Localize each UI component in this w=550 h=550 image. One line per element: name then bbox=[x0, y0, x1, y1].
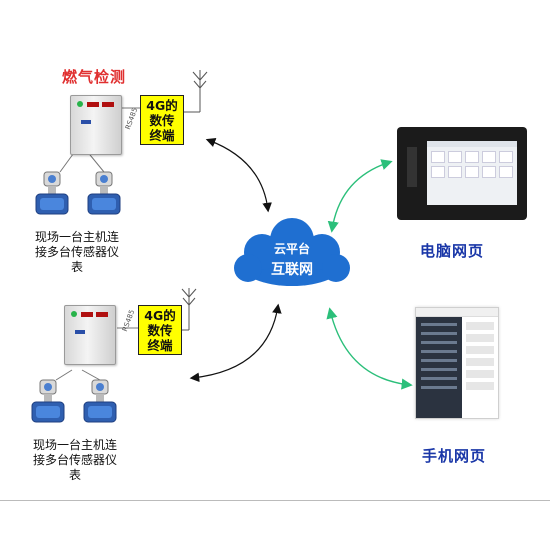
monitor-screen bbox=[427, 141, 517, 205]
controller-cabinet bbox=[70, 95, 122, 155]
flow-sensor-icon bbox=[87, 171, 121, 215]
4g-terminal-line: 终端 bbox=[149, 128, 175, 143]
link-arrow-site2-cloud bbox=[189, 303, 282, 383]
caption-line: 接多台传感器仪 bbox=[32, 453, 117, 467]
4g-terminal-line: 数传 bbox=[147, 323, 173, 338]
brand-logo-icon bbox=[81, 120, 91, 124]
pc-web-label: 电脑网页 bbox=[420, 242, 485, 260]
caption-line: 表 bbox=[68, 468, 81, 482]
link-arrow-cloud-pc bbox=[327, 159, 393, 233]
display-icon bbox=[96, 312, 108, 317]
site1-title: 燃气检测 bbox=[62, 68, 127, 86]
bottom-divider bbox=[0, 500, 550, 501]
display-icon bbox=[102, 102, 114, 107]
controller-cabinet bbox=[64, 305, 116, 365]
4g-terminal-box: 4G的 数传 终端 bbox=[138, 305, 182, 355]
link-arrow-site1-cloud bbox=[205, 138, 272, 213]
link-arrow-cloud-mobile bbox=[326, 307, 413, 390]
4g-terminal-line: 数传 bbox=[149, 113, 175, 128]
4g-terminal-line: 终端 bbox=[147, 338, 173, 353]
mobile-web-label: 手机网页 bbox=[422, 447, 487, 465]
phone-sidebar bbox=[416, 317, 462, 418]
cloud-label: 云平台 互联网 bbox=[242, 240, 342, 279]
display-icon bbox=[81, 312, 93, 317]
caption-line: 现场一台主机连 bbox=[34, 230, 119, 244]
4g-terminal-line: 4G的 bbox=[146, 98, 178, 113]
display-icon bbox=[87, 102, 99, 107]
site2-caption: 现场一台主机连 接多台传感器仪 表 bbox=[20, 438, 130, 483]
status-led-icon bbox=[77, 101, 83, 107]
cloud-icon bbox=[234, 218, 350, 286]
status-led-icon bbox=[71, 311, 77, 317]
flow-sensor-icon bbox=[35, 171, 69, 215]
mobile-phone-image bbox=[415, 307, 499, 419]
antenna-icon bbox=[183, 70, 208, 113]
pc-monitor-image bbox=[397, 127, 527, 220]
cloud-line2: 互联网 bbox=[271, 262, 313, 278]
caption-line: 接多台传感器仪 bbox=[34, 245, 119, 259]
4g-terminal-box: 4G的 数传 终端 bbox=[140, 95, 184, 145]
caption-line: 现场一台主机连 bbox=[32, 438, 117, 452]
antenna-icon bbox=[180, 288, 197, 331]
site1-caption: 现场一台主机连 接多台传感器仪 表 bbox=[22, 230, 132, 275]
flow-sensor-icon bbox=[83, 379, 117, 423]
4g-terminal-line: 4G的 bbox=[144, 308, 176, 323]
caption-line: 表 bbox=[70, 260, 83, 274]
brand-logo-icon bbox=[75, 330, 85, 334]
flow-sensor-icon bbox=[31, 379, 65, 423]
cloud-line1: 云平台 bbox=[273, 242, 310, 256]
